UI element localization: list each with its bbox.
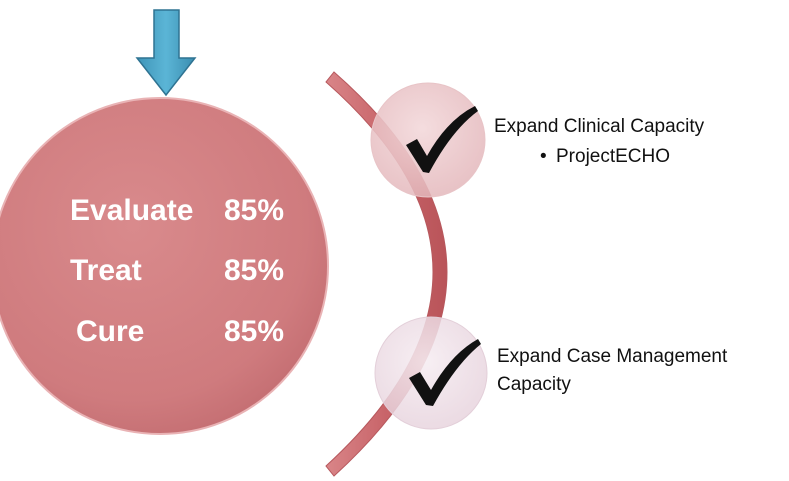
item-2-title-line1: Expand Case Management <box>497 346 728 367</box>
down-arrow-icon <box>135 9 197 97</box>
row-cure-label: Cure <box>76 315 144 348</box>
row-evaluate-label: Evaluate <box>70 194 193 227</box>
check-circle-1 <box>370 82 486 198</box>
row-treat-label: Treat <box>70 254 142 287</box>
item-1-bullet-text: ProjectECHO <box>556 146 670 167</box>
checkmark-icon <box>409 339 481 406</box>
check-node-1 <box>370 82 486 198</box>
item-1-bullet-dot: • <box>540 146 547 167</box>
checkmark-icon <box>406 106 478 173</box>
row-evaluate-value: 85% <box>224 194 284 227</box>
check-node-2 <box>374 316 488 430</box>
main-circle <box>0 97 329 435</box>
item-1-title: Expand Clinical Capacity <box>494 116 705 137</box>
check-circle-2 <box>374 316 488 430</box>
row-cure-value: 85% <box>224 315 284 348</box>
item-2-title-line2: Capacity <box>497 374 571 395</box>
row-treat-value: 85% <box>224 254 284 287</box>
